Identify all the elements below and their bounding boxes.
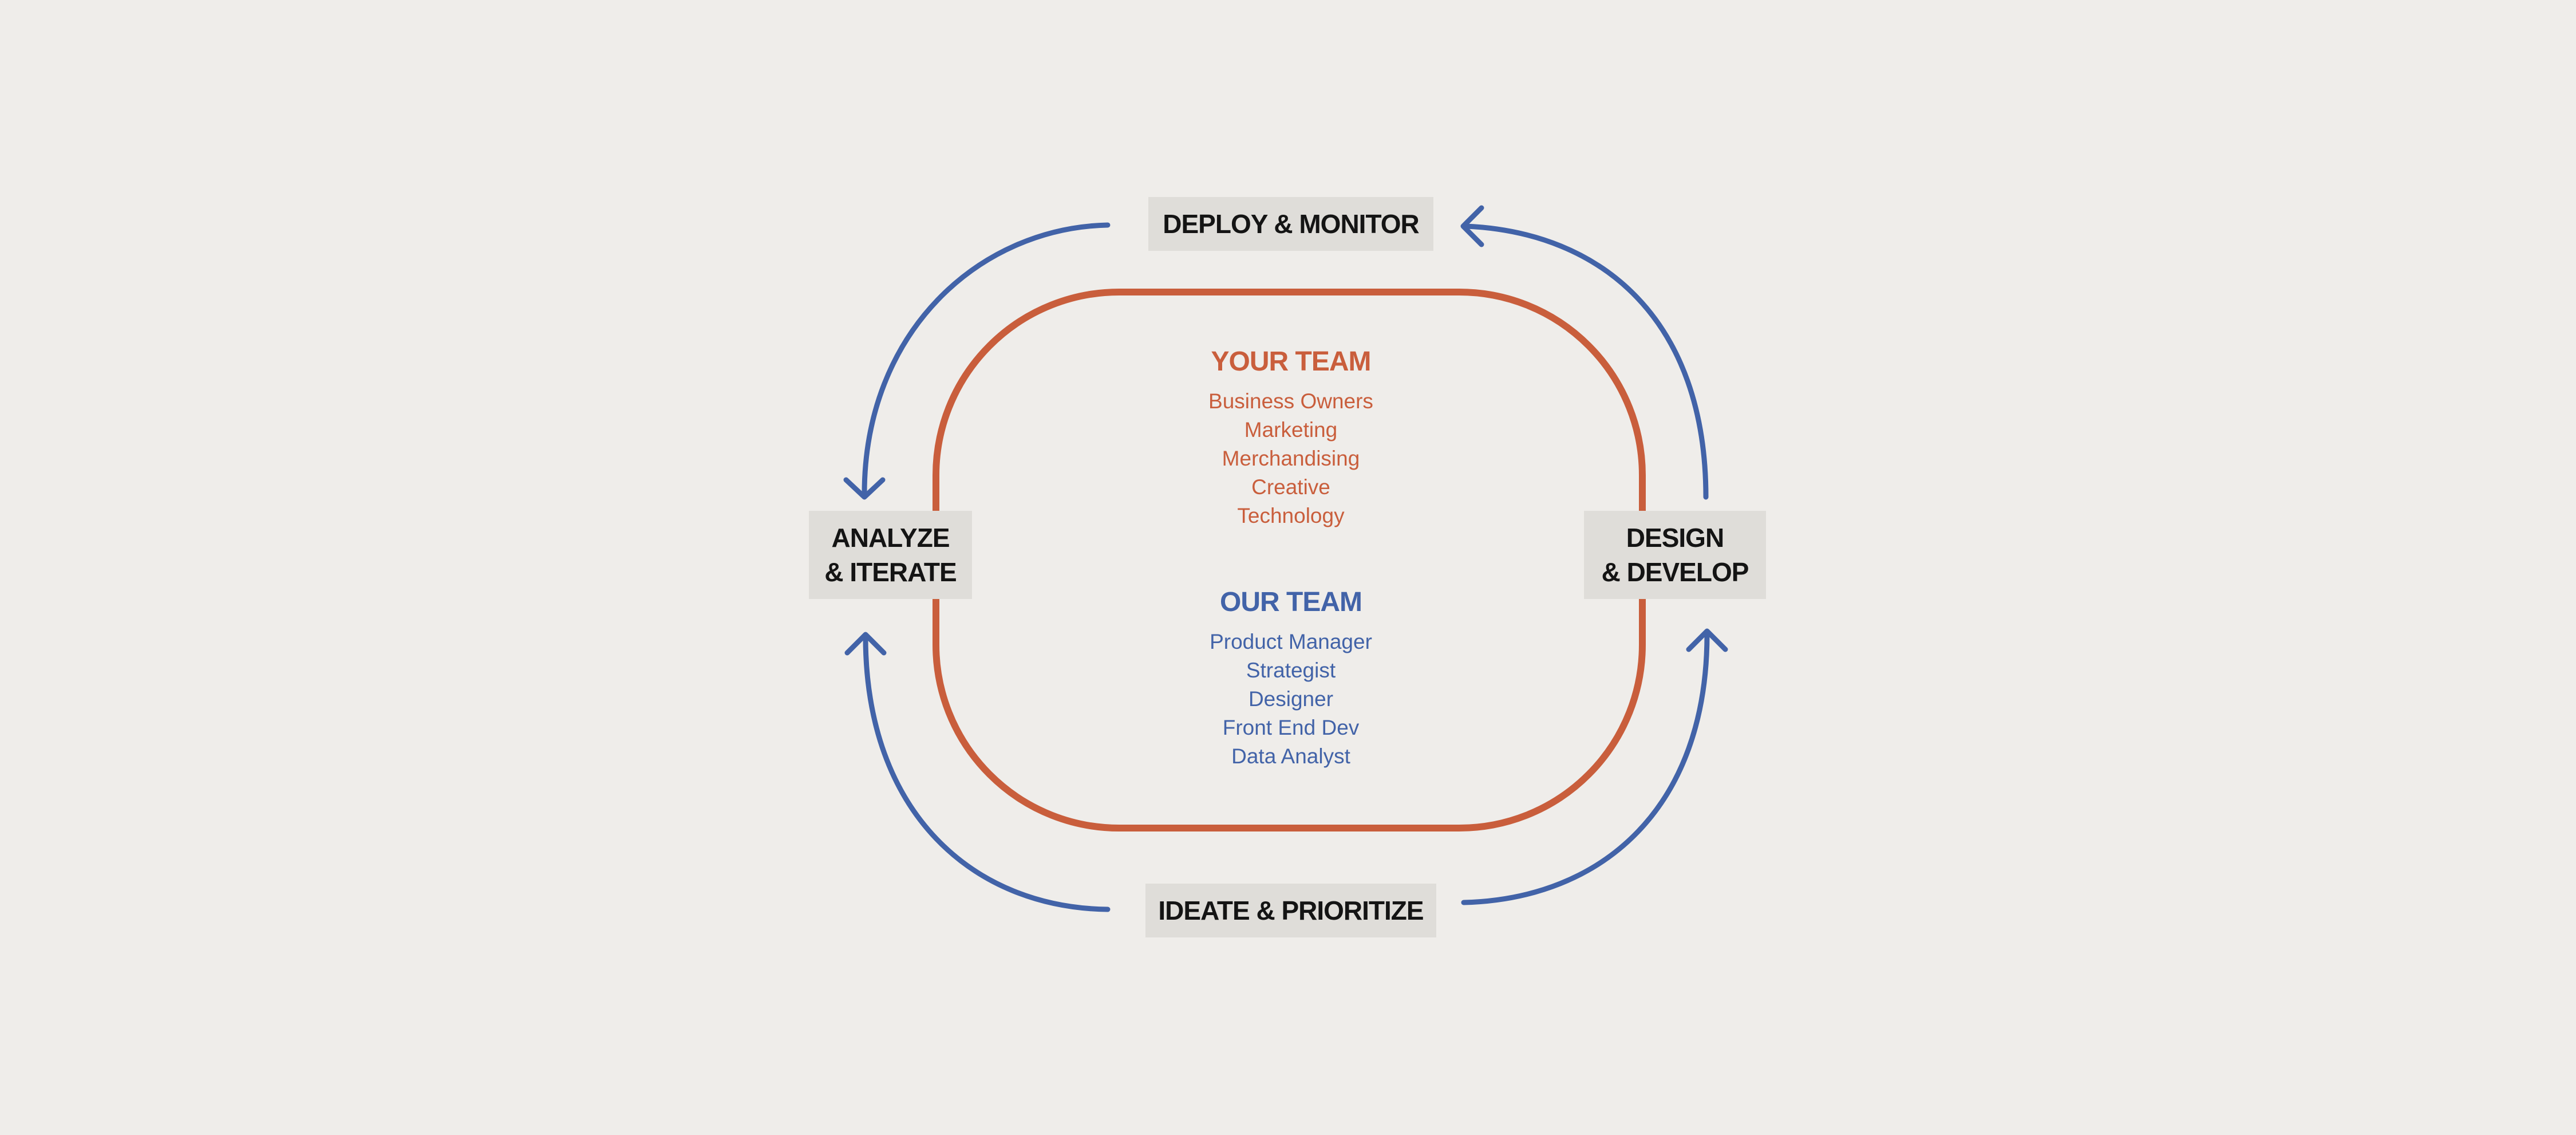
arrowhead-icon-analyze-bottom <box>844 632 887 656</box>
your-team-heading: YOUR TEAM <box>1211 346 1372 377</box>
stage-deploy-monitor: DEPLOY & MONITOR <box>1148 197 1433 251</box>
list-item: Product Manager <box>1210 630 1372 653</box>
arc-ideate-to-design <box>1461 632 1710 905</box>
stage-label: DEPLOY & MONITOR <box>1163 209 1419 239</box>
stage-label: ANALYZE & ITERATE <box>824 523 957 587</box>
ideate-box-bg <box>1145 884 1436 937</box>
arc-ideate-to-analyze <box>863 634 1111 912</box>
our-team-block: OUR TEAM Product Manager Strategist Desi… <box>1116 585 1465 771</box>
arrowhead-icon-deploy-right <box>1460 205 1484 247</box>
list-item: Designer <box>1248 687 1334 711</box>
our-team-list: Product Manager Strategist Designer Fron… <box>1116 628 1465 771</box>
list-item: Front End Dev <box>1222 716 1360 739</box>
your-team-list: Business Owners Marketing Merchandising … <box>1116 387 1465 530</box>
stage-design-develop: DESIGN & DEVELOP <box>1584 511 1766 599</box>
your-team-block: YOUR TEAM Business Owners Marketing Merc… <box>1116 345 1465 530</box>
list-item: Merchandising <box>1222 447 1360 470</box>
arrowhead-icon-design-bottom <box>1686 628 1728 652</box>
arc-design-to-deploy <box>1463 223 1709 500</box>
deploy-box-bg <box>1148 197 1433 251</box>
analyze-box-bg <box>809 511 972 599</box>
stage-ideate-prioritize: IDEATE & PRIORITIZE <box>1145 884 1436 937</box>
arc-deploy-to-analyze <box>862 222 1111 496</box>
stage-analyze-iterate: ANALYZE & ITERATE <box>809 511 972 599</box>
stage-label: IDEATE & PRIORITIZE <box>1158 896 1424 925</box>
list-item: Business Owners <box>1208 389 1373 413</box>
list-item: Technology <box>1237 504 1345 527</box>
design-box-bg <box>1584 511 1766 599</box>
list-item: Data Analyst <box>1231 744 1350 768</box>
list-item: Marketing <box>1244 418 1338 442</box>
list-item: Creative <box>1251 475 1330 499</box>
our-team-heading: OUR TEAM <box>1220 587 1362 617</box>
arrowhead-icon-analyze-top <box>843 477 886 500</box>
stage-label: DESIGN & DEVELOP <box>1601 523 1749 587</box>
list-item: Strategist <box>1246 659 1336 682</box>
